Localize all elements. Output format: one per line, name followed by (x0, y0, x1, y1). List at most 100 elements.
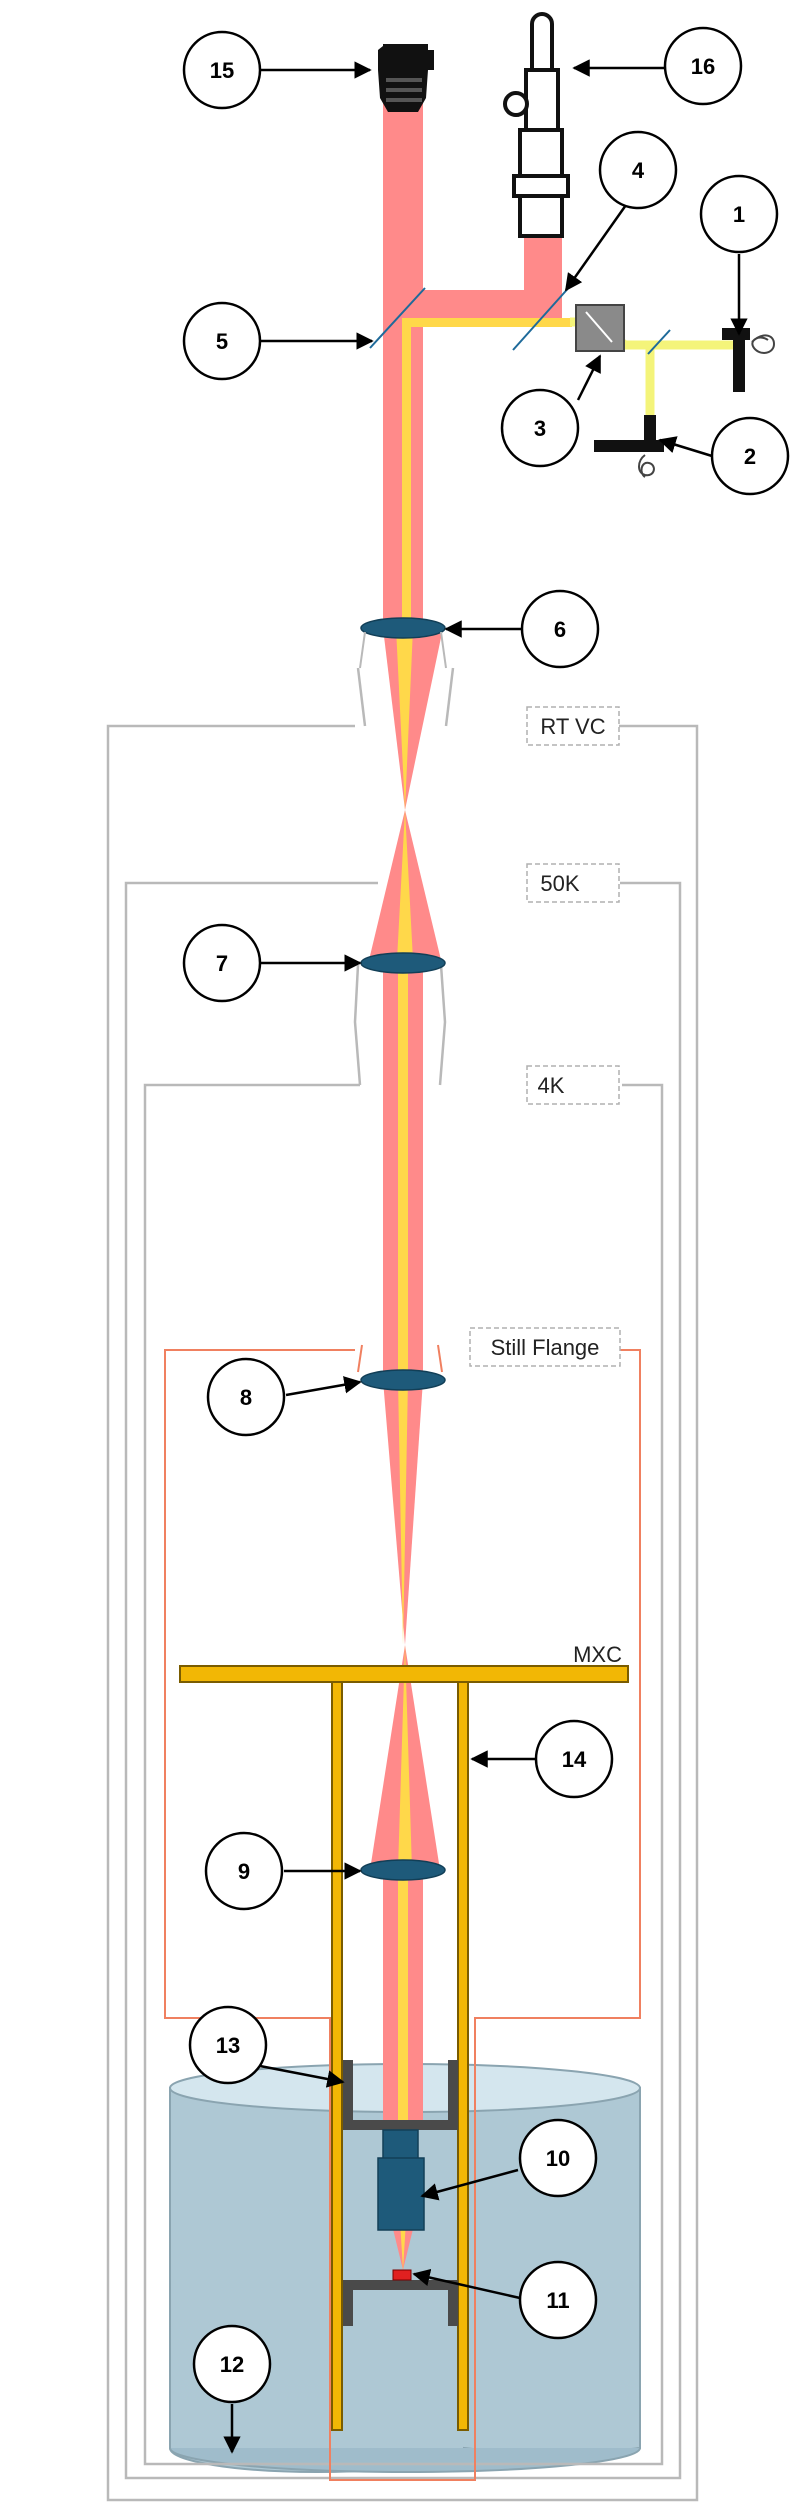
callout-circle (500, 388, 580, 468)
50k-shield (124, 881, 682, 2480)
lenses (360, 617, 446, 1881)
rt-vc-shield (106, 724, 699, 2502)
objective-upper (382, 2129, 419, 2161)
collimated-beam-3-yellow (398, 1870, 408, 2120)
still-flange-outline (164, 1349, 641, 2481)
support-rod-left (331, 1681, 343, 2431)
4k-label-box (526, 1065, 620, 1105)
callout-circle (206, 1357, 286, 1437)
4k-shield (143, 1083, 664, 2466)
callout-1: 1 (699, 174, 779, 254)
lens-6-mount (359, 631, 447, 669)
eyepiece-top (530, 12, 554, 70)
arrow-4 (564, 204, 628, 292)
callout-8: 8 (206, 1357, 286, 1437)
50k-window-left (353, 964, 362, 1086)
focus-cone-2-yellow (398, 1380, 408, 1645)
arrow-11 (412, 2268, 521, 2300)
callout-circle (182, 301, 262, 381)
callout-number: 7 (216, 951, 228, 976)
callout-13: 13 (188, 2005, 268, 2085)
sample-11 (392, 2269, 412, 2281)
callout-15: 15 (182, 30, 262, 110)
callout-circle (188, 2005, 268, 2085)
callout-circle (182, 923, 262, 1003)
callout-circle (518, 2260, 598, 2340)
lower-stage-bar (343, 2280, 458, 2290)
callout-number: 1 (733, 202, 745, 227)
focus-cone-1 (383, 628, 443, 810)
still-flange-label-box (469, 1327, 621, 1367)
callout-2: 2 (710, 416, 790, 496)
callout-4: 4 (598, 130, 678, 210)
callout-circle (520, 589, 600, 669)
arrow-3 (576, 354, 602, 401)
laser-mirror (647, 329, 671, 355)
callout-circle (204, 1831, 284, 1911)
stage-labels: RT VC 50K 4K Still Flange MXC (469, 706, 622, 1667)
rt-vc-label-box (526, 706, 620, 746)
callout-11: 11 (518, 2260, 598, 2340)
diverge-cone-1-yellow (397, 810, 413, 960)
lower-bracket-left (343, 2290, 353, 2326)
cube-diagonal (585, 311, 613, 343)
callout-circle (710, 416, 790, 496)
callout-number: 16 (691, 54, 715, 79)
callout-number: 11 (546, 2288, 569, 2313)
50k-window-right (438, 964, 447, 1086)
callout-circle (518, 2118, 598, 2198)
eyepiece-base (512, 174, 570, 198)
callout-number: 10 (546, 2146, 570, 2171)
fiber-coupler-2 (594, 415, 664, 478)
callout-circle (534, 1719, 614, 1799)
polarizing-cube (575, 304, 625, 352)
mxc-label: MXC (573, 1642, 622, 1667)
focus-cone-1-yellow (396, 628, 413, 810)
callout-12: 12 (192, 2324, 272, 2404)
callout-circle (192, 2324, 272, 2404)
lower-bracket-right (448, 2290, 458, 2326)
arrow-13 (259, 2064, 345, 2088)
callout-6: 6 (520, 589, 600, 669)
callout-circle (182, 30, 262, 110)
eyepiece-lower-body (518, 128, 564, 178)
camera-band-1 (386, 78, 422, 82)
callout-16: 16 (663, 26, 743, 106)
beam-splitters (369, 283, 671, 355)
still-window-left (357, 1344, 363, 1373)
beam-splitter-5 (369, 287, 426, 349)
support-rod-right (457, 1681, 469, 2431)
upper-bracket-left (343, 2060, 353, 2130)
50k-label-box (526, 863, 620, 903)
cryostat-shields (106, 667, 699, 2502)
fiber-coil-1 (751, 334, 776, 354)
callout-number: 14 (562, 1747, 587, 1772)
rt-vc-window-left (356, 667, 367, 727)
diverge-cone-2-yellow (398, 1645, 412, 1870)
callout-number: 13 (216, 2033, 240, 2058)
callout-3: 3 (500, 388, 580, 468)
lens-6-mount-right (440, 631, 447, 669)
lens-8 (360, 1369, 446, 1391)
eyepiece-upper-body (524, 68, 560, 132)
lens-6 (360, 617, 446, 639)
rt-vc-label: RT VC (540, 714, 605, 739)
callout-number: 6 (554, 617, 566, 642)
callout-number: 9 (238, 1859, 250, 1884)
mxc-plate (179, 1665, 629, 1683)
callout-number: 3 (534, 416, 546, 441)
still-window-right (437, 1344, 443, 1373)
arrow-2 (658, 436, 713, 458)
4k-label: 4K (538, 1073, 565, 1098)
eyepiece-beam-red (524, 232, 562, 314)
fiber-coupler-1 (722, 328, 776, 392)
sample-stage (343, 2060, 458, 2326)
callout-number: 5 (216, 329, 228, 354)
arrow-10 (420, 2168, 519, 2201)
callout-9: 9 (204, 1831, 284, 1911)
50k-label: 50K (540, 871, 579, 896)
eyepiece-viewer (503, 12, 570, 238)
coupler-1-stem (733, 330, 745, 392)
lens-6-mount-left (359, 631, 366, 669)
callout-number: 8 (240, 1385, 252, 1410)
